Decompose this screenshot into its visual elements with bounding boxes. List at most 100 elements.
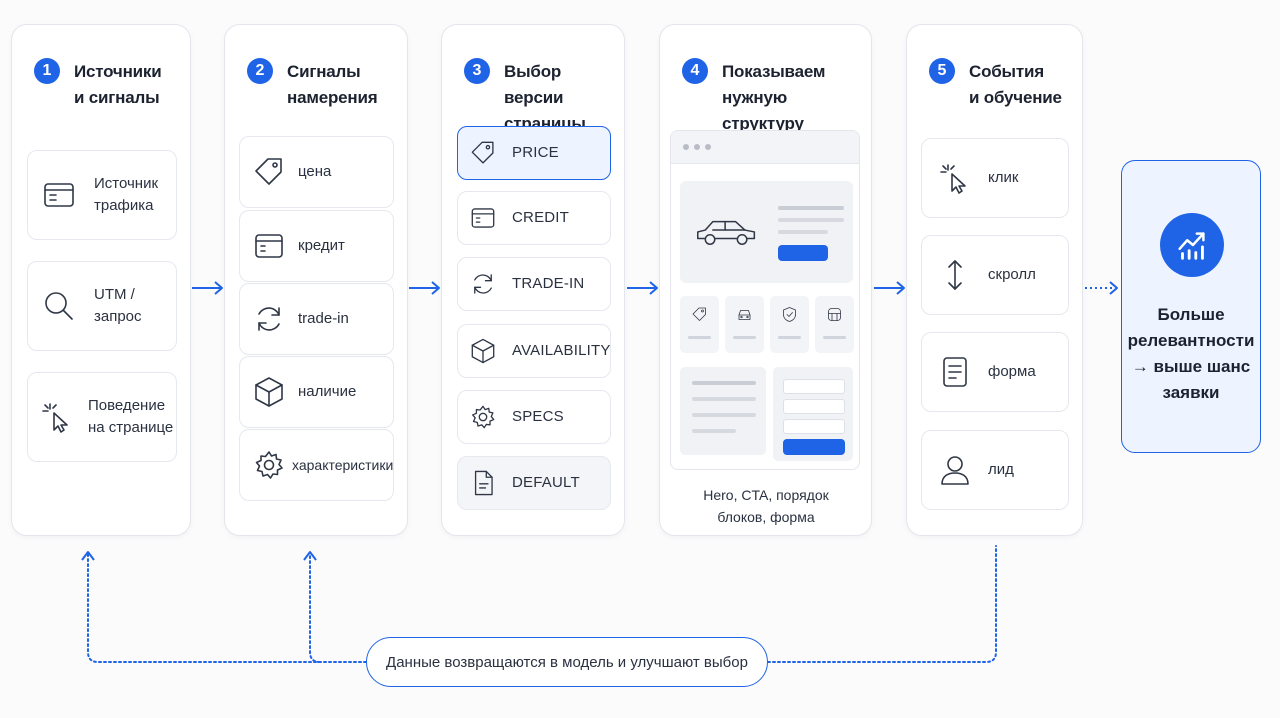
feedback-loop-lines [81, 545, 997, 663]
card-label: trade-in [298, 310, 349, 327]
card-label: UTM / запрос [94, 286, 142, 325]
vertical-arrows-icon [938, 258, 972, 292]
file-icon [468, 466, 498, 500]
event-click: клик [921, 138, 1069, 218]
version-label: CREDIT [512, 209, 570, 226]
refresh-cycle-icon [468, 267, 498, 301]
card-label: характеристики [292, 457, 394, 473]
card-intent-tradein: trade-in [239, 283, 394, 355]
card-label: лид [988, 461, 1014, 478]
gear-icon [252, 448, 286, 482]
price-tag-icon [252, 155, 286, 189]
price-tag-icon [468, 136, 498, 170]
result-card: Больше релевантности → выше шанс заявки [1121, 160, 1261, 453]
card-page-behavior: Поведение на странице [27, 372, 177, 462]
card-label: цена [298, 163, 332, 180]
version-default[interactable]: DEFAULT [457, 456, 611, 510]
column-sources: 1 Источники и сигналы Источник трафика U… [11, 24, 191, 536]
seat-icon [828, 308, 841, 321]
dotted-arrow-right-icon [1085, 281, 1118, 295]
arrow-right-icon [874, 281, 905, 295]
car-icon [697, 220, 756, 245]
mockup-hero [680, 181, 853, 283]
cursor-click-icon [40, 400, 74, 434]
card-utm-query: UTM / запрос [27, 261, 177, 351]
column-title-structure: Показываем нужную структуру [722, 62, 826, 133]
column-title-sources: Источники и сигналы [74, 62, 162, 107]
refresh-cycle-icon [252, 302, 286, 336]
card-intent-price: цена [239, 136, 394, 208]
card-label: форма [988, 363, 1036, 380]
window-dot [694, 144, 700, 150]
step-badge-1: 1 [34, 58, 60, 84]
version-availability[interactable]: AVAILABILITY [457, 324, 611, 378]
version-specs[interactable]: SPECS [457, 390, 611, 444]
version-price[interactable]: PRICE [457, 126, 611, 180]
card-traffic-source: Источник трафика [27, 150, 177, 240]
column-page-version: 3 Выбор версии страницы PRICE CREDIT TRA… [441, 24, 625, 536]
feature-block [680, 296, 719, 353]
version-label: PRICE [512, 144, 559, 161]
content-block [680, 367, 766, 455]
user-icon [938, 453, 972, 487]
column-events-learning: 5 События и обучение клик скролл форма л… [906, 24, 1083, 536]
gear-icon [468, 400, 498, 434]
column-title-intent: Сигналы намерения [287, 62, 378, 107]
card-intent-availability: наличие [239, 356, 394, 428]
cube-box-icon [252, 375, 286, 409]
hero-text-line [778, 206, 844, 210]
cube-box-icon [468, 334, 498, 368]
mockup-window-bar [671, 131, 859, 164]
card-label: кредит [298, 237, 345, 254]
form-block [773, 367, 853, 461]
feedback-loop-label: Данные возвращаются в модель и улучшают … [366, 637, 768, 687]
step-badge-3: 3 [464, 58, 490, 84]
growth-chart-icon [1160, 213, 1224, 277]
price-tag-icon [692, 307, 706, 321]
result-text: Больше релевантности → выше шанс заявки [1127, 305, 1255, 402]
step-badge-2: 2 [247, 58, 273, 84]
magnifier-icon [42, 289, 76, 323]
arrow-right-icon [409, 281, 440, 295]
version-tradein[interactable]: TRADE-IN [457, 257, 611, 311]
column-intent-signals: 2 Сигналы намерения цена кредит trade-in… [224, 24, 408, 536]
card-intent-specs: характеристики [239, 429, 394, 501]
version-label: SPECS [512, 408, 564, 425]
arrow-right-icon [192, 281, 223, 295]
credit-document-icon [468, 201, 498, 235]
structure-caption: Hero, CTA, порядок блоков, форма [703, 487, 829, 525]
hero-cta-button [778, 245, 828, 261]
cursor-click-icon [938, 161, 972, 195]
event-form: форма [921, 332, 1069, 412]
form-submit-button [783, 439, 845, 455]
shield-icon [783, 307, 796, 322]
hero-text-line [778, 218, 844, 222]
step-badge-4: 4 [682, 58, 708, 84]
card-label: наличие [298, 383, 357, 400]
page-mockup [670, 130, 860, 470]
credit-document-icon [252, 229, 286, 263]
car-front-icon [738, 310, 751, 320]
window-dot [683, 144, 689, 150]
feature-block [815, 296, 854, 353]
card-label: клик [988, 169, 1019, 186]
step-badge-5: 5 [929, 58, 955, 84]
browser-window-icon [42, 178, 76, 212]
event-scroll: скролл [921, 235, 1069, 315]
hero-text-line [778, 230, 828, 234]
version-label: DEFAULT [512, 474, 580, 491]
card-label: скролл [988, 266, 1036, 283]
card-intent-credit: кредит [239, 210, 394, 282]
card-label: Поведение на странице [88, 397, 174, 436]
arrow-right-icon [627, 281, 658, 295]
card-label: Источник трафика [94, 175, 159, 214]
feature-block [725, 296, 764, 353]
form-document-icon [938, 355, 972, 389]
column-title-events: События и обучение [969, 62, 1062, 107]
feature-block [770, 296, 809, 353]
window-dot [705, 144, 711, 150]
event-lead: лид [921, 430, 1069, 510]
version-credit[interactable]: CREDIT [457, 191, 611, 245]
version-label: TRADE-IN [512, 275, 585, 292]
version-label: AVAILABILITY [512, 342, 611, 359]
